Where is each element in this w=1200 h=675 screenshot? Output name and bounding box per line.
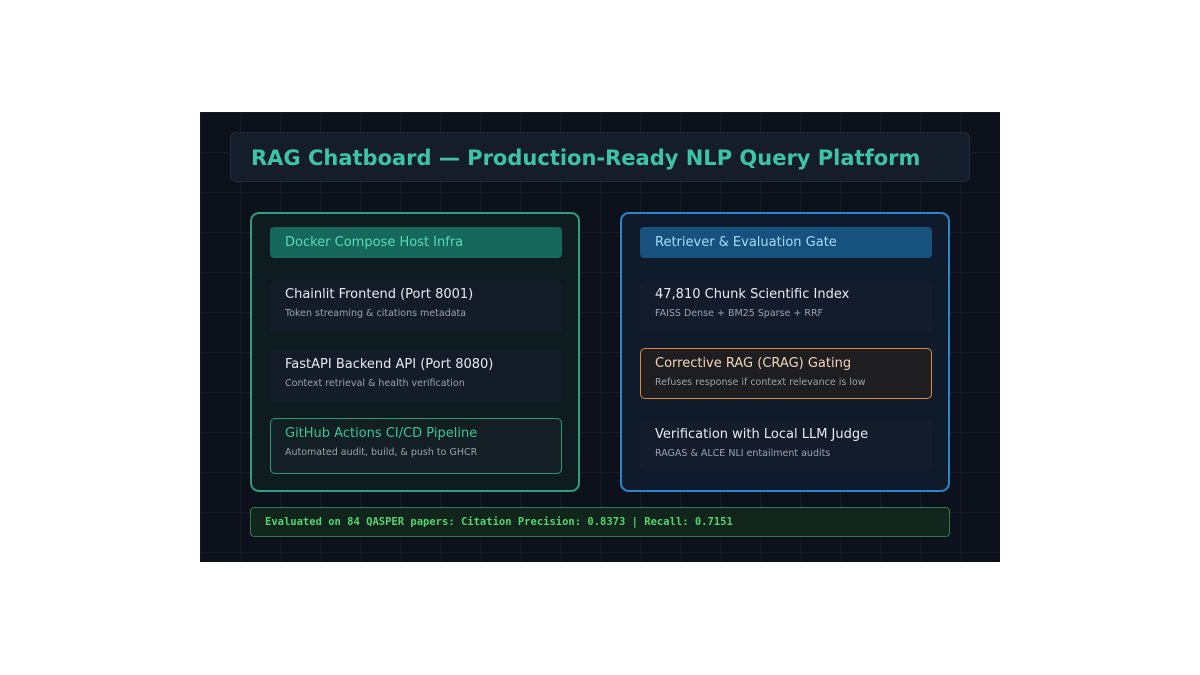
card-title: GitHub Actions CI/CD Pipeline [285,426,478,441]
chainlit-frontend-card: Chainlit Frontend (Port 8001) Token stre… [270,280,562,332]
chunk-index-card: 47,810 Chunk Scientific Index FAISS Dens… [640,280,932,332]
page-title: RAG Chatboard — Production-Ready NLP Que… [251,146,921,170]
llm-judge-card: Verification with Local LLM Judge RAGAS … [640,420,932,472]
evaluation-metrics-text: Evaluated on 84 QASPER papers: Citation … [265,516,733,528]
card-subtitle: Context retrieval & health verification [285,378,465,389]
evaluation-footer: Evaluated on 84 QASPER papers: Citation … [250,507,950,537]
crag-gating-card: Corrective RAG (CRAG) Gating Refuses res… [640,348,932,399]
card-title: FastAPI Backend API (Port 8080) [285,357,494,372]
card-subtitle: RAGAS & ALCE NLI entailment audits [655,448,831,459]
github-actions-card: GitHub Actions CI/CD Pipeline Automated … [270,418,562,474]
card-title: Corrective RAG (CRAG) Gating [655,356,852,371]
docker-infra-panel: Docker Compose Host Infra Chainlit Front… [250,212,580,492]
card-title: Chainlit Frontend (Port 8001) [285,287,474,302]
card-subtitle: FAISS Dense + BM25 Sparse + RRF [655,308,824,319]
title-bar: RAG Chatboard — Production-Ready NLP Que… [230,132,970,182]
docker-infra-header: Docker Compose Host Infra [270,227,562,258]
diagram-canvas: RAG Chatboard — Production-Ready NLP Que… [200,112,1000,562]
card-subtitle: Automated audit, build, & push to GHCR [285,447,478,458]
card-subtitle: Refuses response if context relevance is… [655,377,866,388]
card-subtitle: Token streaming & citations metadata [285,308,467,319]
retriever-eval-header: Retriever & Evaluation Gate [640,227,932,258]
fastapi-backend-card: FastAPI Backend API (Port 8080) Context … [270,350,562,402]
card-title: Verification with Local LLM Judge [655,427,869,442]
retriever-eval-panel: Retriever & Evaluation Gate 47,810 Chunk… [620,212,950,492]
card-title: 47,810 Chunk Scientific Index [655,287,850,302]
